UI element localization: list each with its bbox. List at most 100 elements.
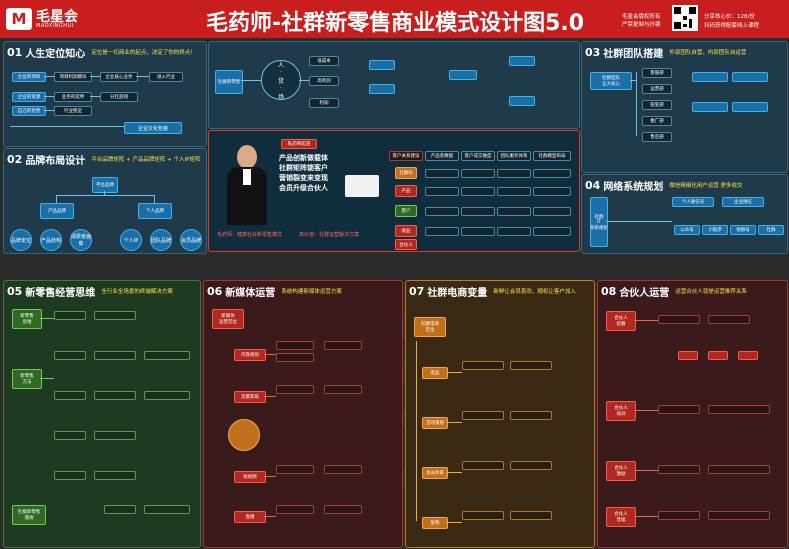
node-decor — [658, 405, 700, 414]
node: 社群 IT 系统规划 — [590, 197, 608, 247]
node: 团队品牌 — [150, 229, 172, 251]
header-bar: M 毛星会 MAOXINGHUI 毛药师-社群新零售商业模式设计图5.0 毛星会… — [0, 0, 789, 38]
logo-mark: M — [6, 8, 32, 30]
node: 新媒体 运营定位 — [212, 309, 244, 329]
node: 会员体系 — [422, 467, 448, 479]
node-decor — [324, 341, 362, 350]
panel-subtitle: 定位是一切商业的起点，决定了你的终点！ — [91, 50, 196, 56]
node: 个人品牌 — [138, 203, 172, 219]
node-decor — [708, 351, 728, 360]
tag: 社群标 — [395, 167, 417, 179]
node-decor — [449, 70, 477, 80]
node-decor — [94, 311, 136, 320]
node-decor — [462, 511, 504, 520]
panel-07-ecommerce: 07 社群电商变量 新鲜让会员喜欢，顺权让客户加入 社群电商 定位 选品 活动策… — [405, 280, 595, 548]
panel-title: 社群电商变量 — [427, 287, 488, 299]
node-decor — [324, 505, 362, 514]
center-bottom-right: 高价值：社群运营解决方案 — [299, 232, 360, 238]
node-decor — [54, 391, 86, 400]
grid-cell — [533, 187, 571, 196]
node: 进入行业 — [149, 72, 183, 82]
node-decor — [462, 361, 504, 370]
node-decor — [658, 465, 700, 474]
node: 合伙人 激励 — [606, 461, 636, 481]
qr-code[interactable] — [672, 5, 698, 31]
grid-cell — [497, 227, 531, 236]
share-price: 分享核心价：128/份 — [704, 14, 755, 20]
node-decor — [94, 391, 136, 400]
node-decor — [276, 341, 314, 350]
node: 分红底线 — [100, 92, 138, 102]
node-decor — [510, 511, 552, 520]
node: 内容规划 — [234, 349, 266, 361]
node-decor — [144, 391, 190, 400]
node-decor — [510, 411, 552, 420]
panel-center-core: 私药师起道 产品创新做载体 社群矩阵锁客户 营销裂变来变现 会员升级合伙人 客户… — [208, 130, 580, 252]
panel-title: 新零售经营思维 — [25, 287, 96, 299]
tag: 产品 — [395, 185, 417, 197]
panel-02-brand: 02 品牌布局设计 平台品牌矩阵 + 产品品牌矩阵 + 个人IP矩阵 平台品牌 … — [3, 148, 207, 254]
node: 合伙人 招募 — [606, 311, 636, 331]
node: 品牌定位 — [10, 229, 32, 251]
core-line-3: 营销裂变来变现 — [279, 174, 328, 182]
node: 短视频 — [234, 471, 266, 483]
core-item: 社群模型布局 — [533, 151, 571, 161]
node: 选品 — [422, 367, 448, 379]
node: 视频号 — [730, 225, 756, 235]
tag: 客户 — [395, 205, 417, 217]
node: 企业文化包装 — [124, 122, 182, 134]
panel-subtitle: 运营合伙人就是运营推荐关系 — [675, 289, 747, 295]
grid-cell — [533, 169, 571, 178]
node: 行业壁垒 — [54, 106, 92, 116]
node: 小程序 — [702, 225, 728, 235]
node: 项目利润模块 — [54, 72, 92, 82]
node-decor — [104, 505, 136, 514]
panel-title: 新媒体运营 — [225, 287, 276, 299]
panel-08-partners: 08 合伙人运营 运营合伙人就是运营推荐关系 合伙人 招募 合伙人 培训 合伙人… — [597, 280, 788, 548]
grid-cell — [425, 207, 459, 216]
panel-title: 人生定位知心 — [25, 48, 86, 60]
node: 运营部 — [642, 84, 672, 94]
node-decor — [369, 60, 395, 70]
node-decor — [462, 411, 504, 420]
node-decor — [54, 351, 86, 360]
panel-title: 品牌布局设计 — [25, 155, 86, 167]
node: 利润 — [309, 98, 339, 108]
node: 平台品牌 — [92, 177, 118, 193]
node-decor — [658, 511, 700, 520]
copyright-line-1: 毛星会版权所有 — [622, 14, 661, 20]
core-item: 客户关系建设 — [389, 151, 423, 161]
panel-title: 网络系统规划 — [603, 181, 664, 193]
node-decor — [94, 431, 136, 440]
node: 消费者画像 — [70, 229, 92, 251]
core-item: 客户成交维度 — [461, 151, 495, 161]
node: 流量获取 — [234, 391, 266, 403]
node: 产品品牌 — [40, 203, 74, 219]
node: 社群 — [758, 225, 784, 235]
node-decor — [509, 96, 535, 106]
node: 售后部 — [642, 132, 672, 142]
node: 社群电商 定位 — [414, 317, 446, 337]
node: 企业核心业务 — [100, 72, 138, 82]
panel-number: 08 — [601, 284, 617, 298]
logo-text: 毛星会 — [36, 9, 78, 25]
node: 会员品牌 — [180, 229, 202, 251]
node-decor — [94, 351, 136, 360]
grid-cell — [425, 169, 459, 178]
node: 个人IP — [120, 229, 142, 251]
grid-cell — [461, 227, 495, 236]
node-decor — [678, 351, 698, 360]
panel-05-retail: 05 新零售经营思维 全行业全场景的终端解决方案 新零售 思维 新零售 方法 社… — [3, 280, 201, 548]
node: 高利润 — [309, 76, 339, 86]
node: 业务的延伸 — [54, 92, 92, 102]
panel-number: 06 — [207, 284, 223, 298]
copyright-line-2: 严禁复制与抄袭 — [622, 22, 661, 28]
grid-cell — [533, 207, 571, 216]
panel-subtitle: 全行业全场景的终端解决方案 — [101, 289, 173, 295]
grid-cell — [461, 169, 495, 178]
node-decor — [708, 465, 770, 474]
node: 自己的优势 — [12, 106, 46, 116]
node-people-goods-place: 人 · 货 · 场 — [261, 60, 301, 101]
tag: 收益 — [395, 225, 417, 237]
node-decor — [276, 385, 314, 394]
